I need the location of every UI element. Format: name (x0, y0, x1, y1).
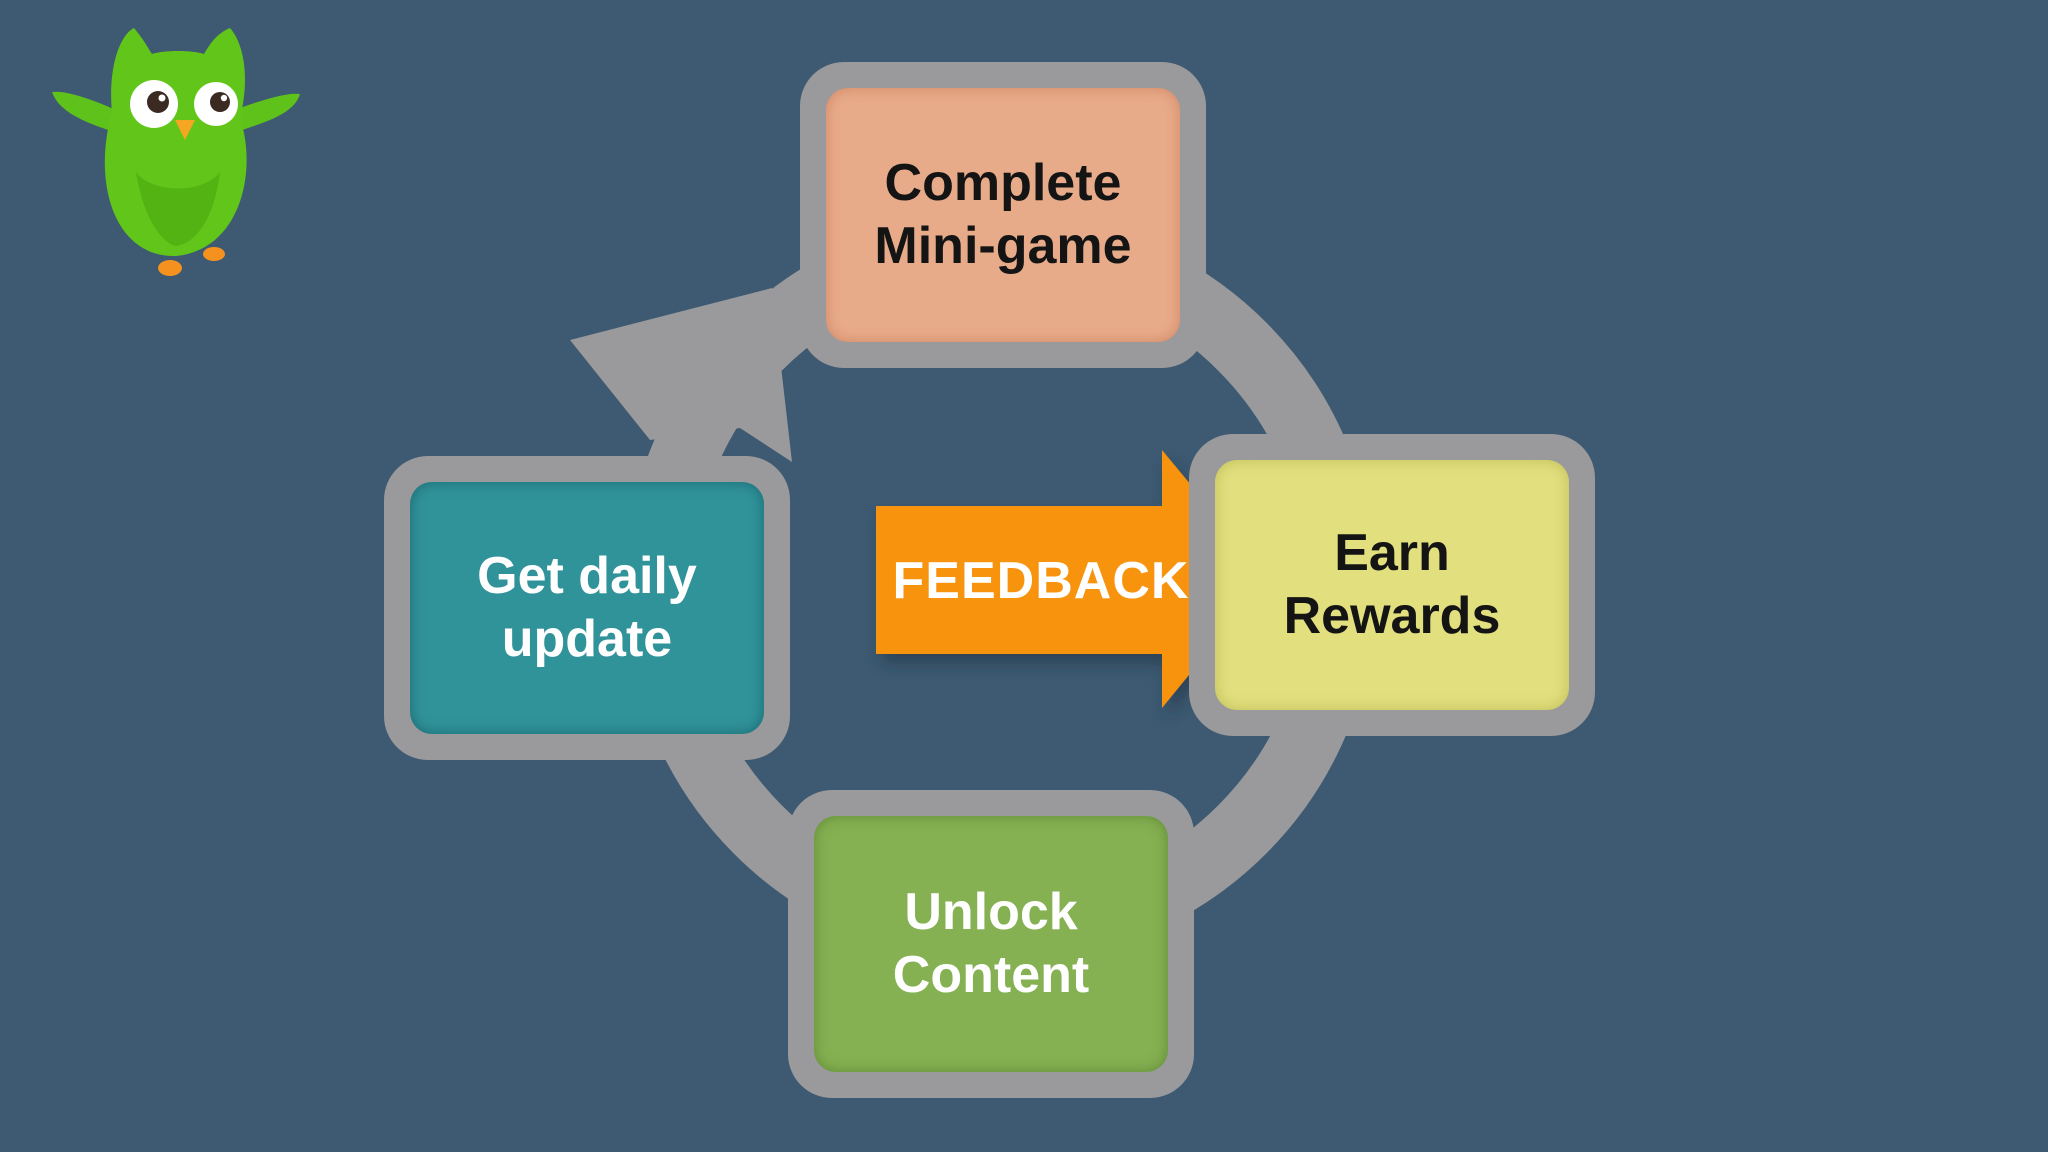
node-earn-rewards-box: Earn Rewards (1215, 460, 1569, 710)
cycle-arrowhead (570, 288, 792, 462)
node-earn-rewards: Earn Rewards (1189, 434, 1595, 736)
node-complete-mini-game-label: Complete Mini-game (874, 154, 1132, 275)
node-unlock-content-label: Unlock Content (892, 883, 1090, 1004)
node-unlock-content: Unlock Content (788, 790, 1194, 1098)
node-get-daily-update: Get daily update (384, 456, 790, 760)
node-unlock-content-box: Unlock Content (814, 816, 1168, 1072)
feedback-arrow (876, 450, 1268, 708)
green-owl-icon (52, 28, 300, 276)
feedback-arrow-label: FEEDBACK (892, 552, 1190, 610)
node-complete-mini-game-box: Complete Mini-game (826, 88, 1180, 342)
node-complete-mini-game: Complete Mini-game (800, 62, 1206, 368)
node-get-daily-update-label: Get daily update (477, 547, 697, 668)
node-earn-rewards-label: Earn Rewards (1283, 524, 1501, 645)
node-get-daily-update-box: Get daily update (410, 482, 764, 734)
